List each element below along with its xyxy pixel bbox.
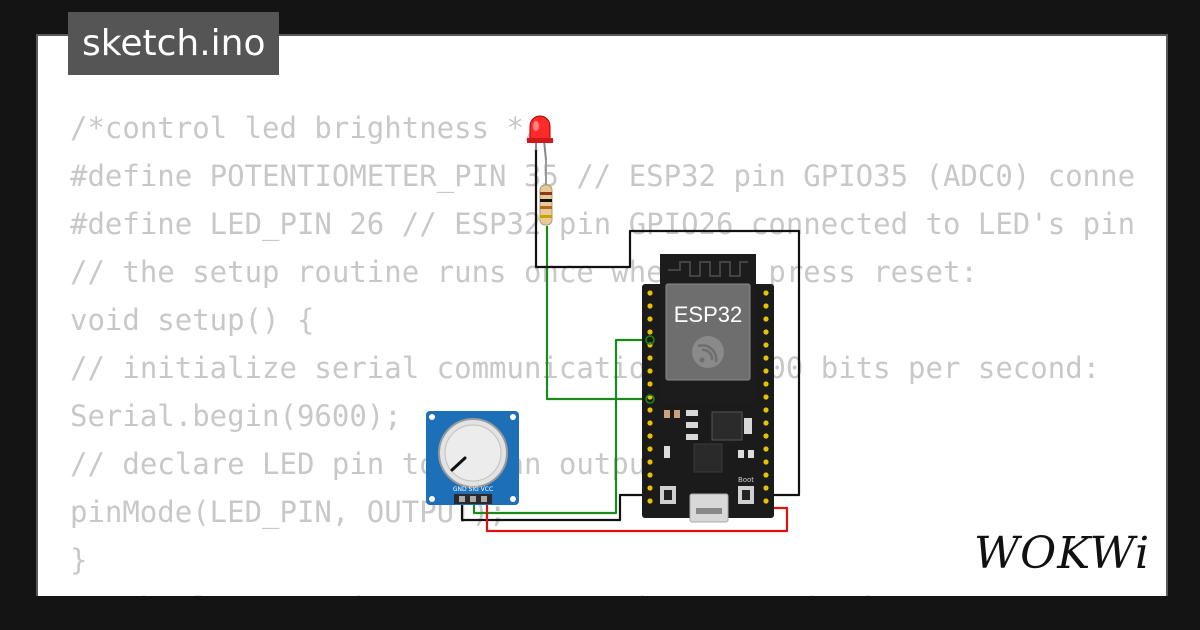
code-line: #define LED_PIN 26 // ESP32 pin GPIO26 c… xyxy=(70,207,1134,241)
code-preview-card: /*control led brightness */ #define POTE… xyxy=(36,34,1168,598)
pot-pins-label: GND SIG VCC xyxy=(453,486,493,493)
code-line: // initialize serial communication at 96… xyxy=(70,351,1101,385)
wokwi-logo: WOKWi xyxy=(974,528,1150,579)
resistor[interactable] xyxy=(539,160,553,226)
wire-black-pot xyxy=(460,493,650,522)
code-line: // the loop routine runs over and over a… xyxy=(70,584,1134,596)
code-line: /*control led brightness */ xyxy=(70,111,542,145)
code-editor: /*control led brightness */ #define POTE… xyxy=(70,104,1134,596)
potentiometer[interactable]: GND SIG VCC xyxy=(426,411,519,505)
wire-green-led xyxy=(545,226,650,401)
esp32-board[interactable]: ESP32 xyxy=(642,254,774,523)
wire-black-led xyxy=(534,148,801,497)
code-line: pinMode(LED_PIN, OUTPUT); xyxy=(70,495,507,529)
file-tab[interactable]: sketch.ino xyxy=(68,12,280,75)
code-line: Serial.begin(9600); xyxy=(70,399,402,433)
bottom-band xyxy=(0,596,1200,630)
led[interactable] xyxy=(527,115,553,161)
esp32-label: ESP32 xyxy=(674,302,743,327)
boot-label: Boot xyxy=(738,476,754,484)
code-line: #define POTENTIOMETER_PIN 35 // ESP32 pi… xyxy=(70,159,1134,193)
wire-red-pot xyxy=(485,503,789,533)
wires xyxy=(460,148,801,533)
code-line: } xyxy=(70,543,88,577)
wire-green-pot xyxy=(472,338,650,515)
code-line: void setup() { xyxy=(70,303,315,337)
code-line: // the setup routine runs once when you … xyxy=(70,255,978,289)
